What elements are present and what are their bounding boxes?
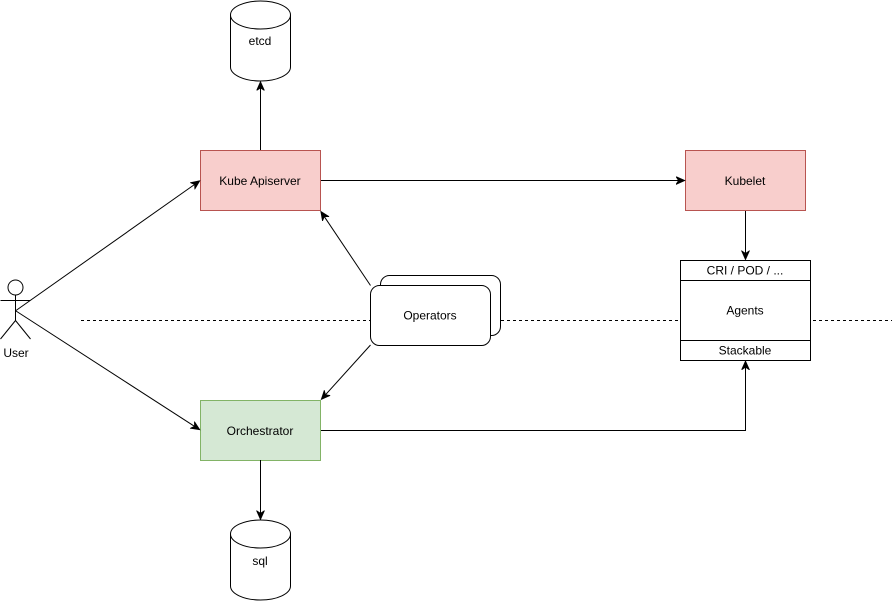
svg-text:sql: sql bbox=[252, 554, 267, 568]
svg-text:Kubelet: Kubelet bbox=[725, 174, 766, 188]
svg-text:CRI / POD / ...: CRI / POD / ... bbox=[707, 264, 784, 278]
svg-text:Operators: Operators bbox=[403, 309, 456, 323]
svg-text:Orchestrator: Orchestrator bbox=[227, 424, 294, 438]
svg-text:Agents: Agents bbox=[726, 304, 763, 318]
svg-text:User: User bbox=[3, 346, 28, 360]
svg-text:Kube Apiserver: Kube Apiserver bbox=[219, 174, 300, 188]
svg-text:Stackable: Stackable bbox=[719, 344, 772, 358]
svg-text:etcd: etcd bbox=[249, 34, 272, 48]
